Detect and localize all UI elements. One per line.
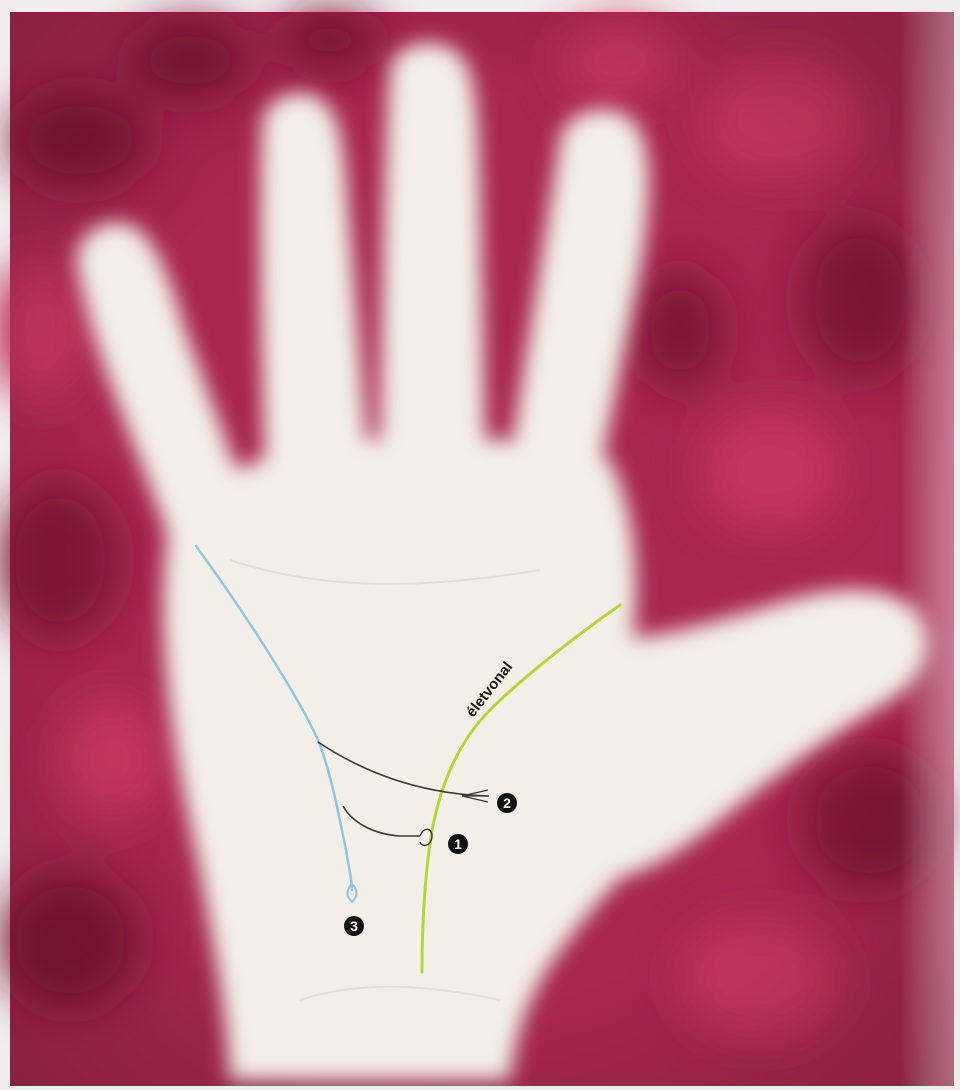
marker-3-number: 3 <box>350 918 358 934</box>
marker-1: 1 <box>448 834 468 854</box>
marker-2: 2 <box>497 793 517 813</box>
marker-3: 3 <box>344 916 364 936</box>
marker-1-number: 1 <box>454 836 462 852</box>
marker-2-number: 2 <box>503 795 511 811</box>
